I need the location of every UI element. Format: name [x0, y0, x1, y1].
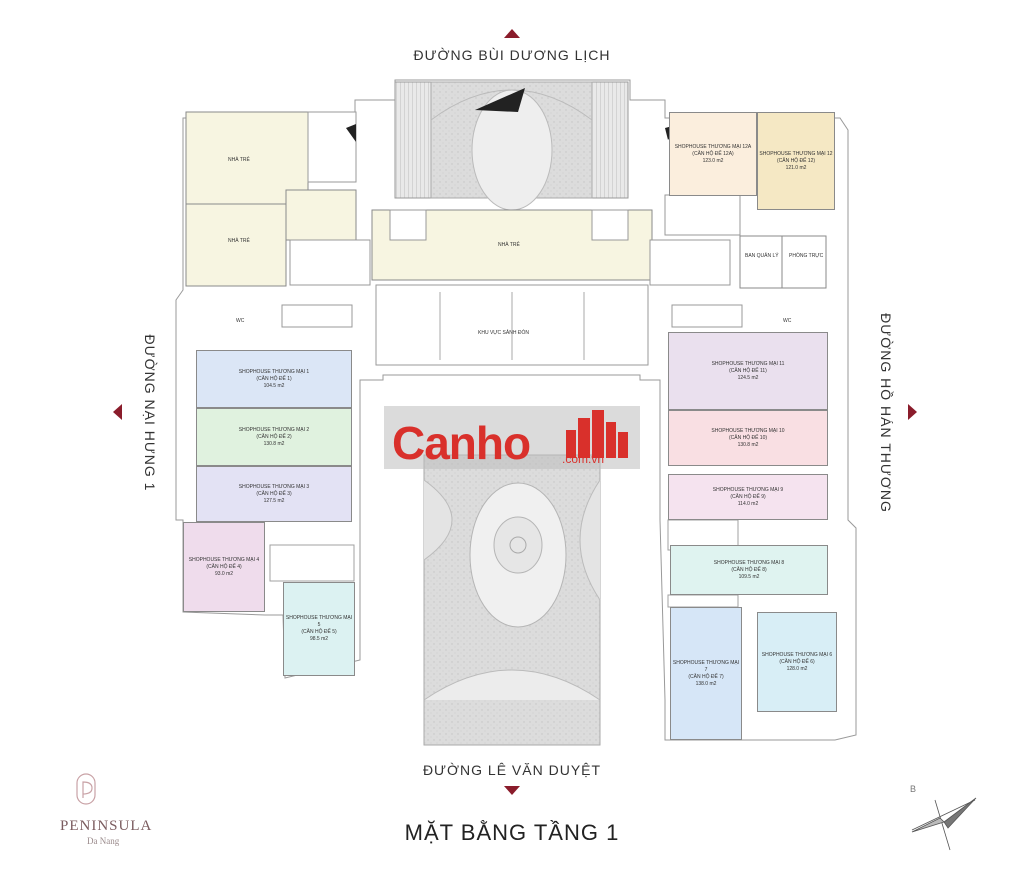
- room-wc-right: WC: [783, 318, 792, 324]
- compass-label: B: [910, 784, 917, 794]
- unit-1-code: (CĂN HỘ ĐẾ 1): [256, 375, 292, 382]
- arrow-right-icon: [908, 404, 917, 420]
- room-phong-truc: PHÒNG TRỰC: [789, 253, 824, 259]
- unit-5-name: SHOPHOUSE THƯƠNG MẠI 5: [285, 615, 353, 628]
- unit-5-code: (CĂN HỘ ĐẾ 5): [301, 629, 337, 635]
- unit-6-area: 128.0 m2: [786, 665, 808, 672]
- unit-4-code: (CĂN HỘ ĐẾ 4): [206, 563, 242, 570]
- unit-8-area: 109.5 m2: [738, 573, 760, 580]
- unit-12-code: (CĂN HỘ ĐẾ 12): [776, 157, 816, 164]
- watermark-building-icon: [566, 410, 628, 458]
- unit-6-name: SHOPHOUSE THƯƠNG MẠI 6: [761, 651, 833, 658]
- central-block: [281, 209, 743, 366]
- room-wc-left: WC: [236, 318, 245, 324]
- unit-12-name: SHOPHOUSE THƯƠNG MẠI 12: [759, 150, 833, 157]
- unit-9-name: SHOPHOUSE THƯƠNG MẠI 9: [712, 486, 784, 493]
- arrow-bottom-icon: [504, 786, 520, 795]
- plan-title: MẶT BẰNG TẦNG 1: [404, 820, 620, 845]
- arrow-top-icon: [504, 29, 520, 38]
- unit-12-area: 121.0 m2: [785, 164, 807, 171]
- unit-3-area: 127.5 m2: [263, 497, 285, 504]
- peninsula-logo-icon: [76, 773, 96, 805]
- unit-7-area: 138.0 m2: [695, 680, 717, 687]
- lower-courtyard: [423, 454, 601, 746]
- watermark-text: Canho: [392, 417, 531, 469]
- unit-3-name: SHOPHOUSE THƯƠNG MẠI 3: [238, 483, 310, 490]
- unit-10-name: SHOPHOUSE THƯƠNG MẠI 10: [711, 427, 785, 434]
- nha-tre-left-block: [185, 111, 357, 287]
- street-bottom-label: ĐƯỜNG LÊ VĂN DUYỆT: [422, 762, 602, 778]
- unit-1-area: 104.5 m2: [263, 382, 285, 389]
- unit-12a-area: 123.0 m2: [702, 157, 724, 164]
- compass-icon: [911, 797, 977, 851]
- unit-7-code: (CĂN HỘ ĐẾ 7): [688, 673, 724, 680]
- street-top-label: ĐƯỜNG BÙI DƯƠNG LỊCH: [413, 47, 611, 63]
- unit-11: SHOPHOUSE THƯƠNG MẠI 11 (CĂN HỘ ĐẾ 11) 1…: [668, 332, 828, 410]
- unit-2-area: 130.8 m2: [263, 440, 285, 447]
- unit-8: SHOPHOUSE THƯƠNG MẠI 8 (CĂN HỘ ĐẾ 8) 109…: [670, 545, 828, 595]
- unit-1: SHOPHOUSE THƯƠNG MẠI 1 (CĂN HỘ ĐẾ 1) 104…: [196, 350, 352, 408]
- unit-11-code: (CĂN HỘ ĐẾ 11): [729, 367, 767, 374]
- unit-2-code: (CĂN HỘ ĐẾ 2): [256, 433, 292, 440]
- room-ban-quan-ly: BAN QUẢN LÝ: [745, 253, 779, 259]
- unit-7-name: SHOPHOUSE THƯƠNG MẠI 7: [672, 659, 740, 673]
- unit-9: SHOPHOUSE THƯƠNG MẠI 9 (CĂN HỘ ĐẾ 9) 114…: [668, 474, 828, 520]
- unit-9-area: 114.0 m2: [737, 500, 759, 507]
- room-sanh: KHU VỰC SẢNH ĐÓN: [478, 330, 529, 336]
- unit-3-code: (CĂN HỘ ĐẾ 3): [256, 490, 292, 497]
- unit-12: SHOPHOUSE THƯƠNG MẠI 12 (CĂN HỘ ĐẾ 12) 1…: [757, 112, 835, 210]
- arrow-left-icon: [113, 404, 122, 420]
- unit-1-name: SHOPHOUSE THƯƠNG MẠI 1: [238, 368, 310, 375]
- unit-3: SHOPHOUSE THƯƠNG MẠI 3 (CĂN HỘ ĐẾ 3) 127…: [196, 466, 352, 522]
- unit-2-name: SHOPHOUSE THƯƠNG MẠI 2: [238, 426, 310, 433]
- room-nha-tre-2: NHÀ TRẺ: [228, 238, 250, 244]
- unit-10: SHOPHOUSE THƯƠNG MẠI 10 (CĂN HỘ ĐẾ 10) 1…: [668, 410, 828, 466]
- room-nha-tre-3: NHÀ TRẺ: [498, 242, 520, 248]
- unit-11-area: 124.5 m2: [737, 374, 759, 381]
- unit-12a-name: SHOPHOUSE THƯƠNG MẠI 12A: [674, 143, 752, 150]
- unit-5: SHOPHOUSE THƯƠNG MẠI 5 (CĂN HỘ ĐẾ 5) 98.…: [283, 582, 355, 676]
- unit-6: SHOPHOUSE THƯƠNG MẠI 6 (CĂN HỘ ĐẾ 6) 128…: [757, 612, 837, 712]
- brand-sub: Da Nang: [87, 836, 120, 846]
- unit-10-code: (CĂN HỘ ĐẾ 10): [728, 434, 768, 441]
- unit-5-area: 98.5 m2: [309, 636, 329, 642]
- building-outline: [175, 79, 857, 741]
- unit-12a-code: (CĂN HỘ ĐẾ 12A): [692, 150, 734, 157]
- unit-10-area: 130.8 m2: [737, 441, 759, 448]
- unit-6-code: (CĂN HỘ ĐẾ 6): [779, 658, 815, 665]
- unit-12a: SHOPHOUSE THƯƠNG MẠI 12A (CĂN HỘ ĐẾ 12A)…: [669, 112, 757, 196]
- unit-11-name: SHOPHOUSE THƯƠNG MẠI 11: [711, 360, 785, 367]
- unit-4: SHOPHOUSE THƯƠNG MẠI 4 (CĂN HỘ ĐẾ 4) 93.…: [183, 522, 265, 612]
- unit-9-code: (CĂN HỘ ĐẾ 9): [730, 493, 766, 500]
- unit-2: SHOPHOUSE THƯƠNG MẠI 2 (CĂN HỘ ĐẾ 2) 130…: [196, 408, 352, 466]
- unit-4-name: SHOPHOUSE THƯƠNG MẠI 4: [188, 556, 260, 563]
- brand-name: PENINSULA: [60, 818, 153, 834]
- unit-8-name: SHOPHOUSE THƯƠNG MẠI 8: [713, 559, 785, 566]
- right-top-block: [346, 124, 827, 289]
- room-nha-tre-1: NHÀ TRẺ: [228, 157, 250, 163]
- top-entrance: [394, 81, 629, 211]
- unit-4-area: 93.0 m2: [214, 570, 234, 577]
- watermark-domain: .com.vn: [562, 452, 605, 466]
- unit-7: SHOPHOUSE THƯƠNG MẠI 7 (CĂN HỘ ĐẾ 7) 138…: [670, 607, 742, 740]
- unit-8-code: (CĂN HỘ ĐẾ 8): [731, 566, 767, 573]
